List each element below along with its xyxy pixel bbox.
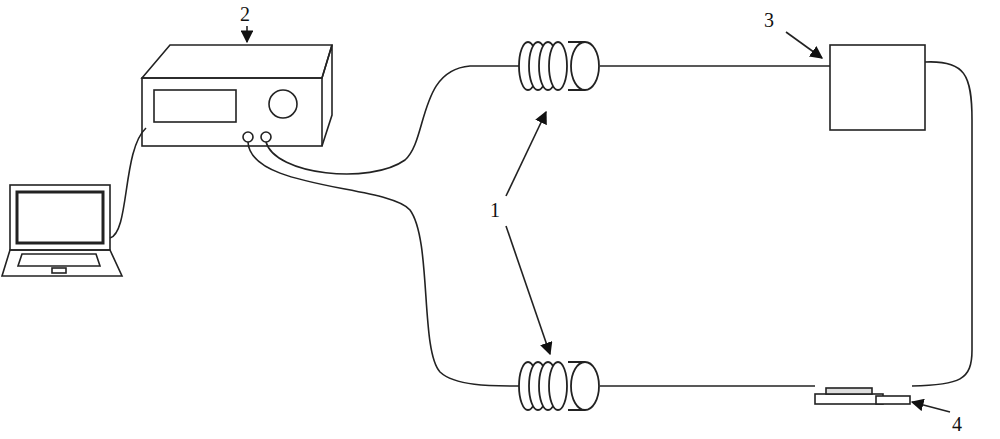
- leader-arrow: [506, 112, 546, 196]
- sensor-element: [815, 394, 883, 404]
- fiber-coil: [568, 362, 585, 410]
- optical-fiber: [266, 66, 520, 174]
- instrument-knob: [269, 90, 297, 118]
- instrument-display: [154, 90, 236, 122]
- port: [261, 132, 271, 142]
- leader-arrow: [786, 32, 822, 58]
- fiber-coil: [549, 42, 567, 90]
- instrument-top: [142, 45, 332, 78]
- optical-fiber: [600, 65, 830, 67]
- fiber-coil: [571, 362, 599, 410]
- optical-fiber: [600, 385, 815, 387]
- fiber-coil: [549, 362, 567, 410]
- callout-number: 2: [240, 4, 250, 24]
- device-box: [830, 45, 925, 130]
- instrument-front: [142, 78, 322, 146]
- leader-arrow: [506, 226, 550, 354]
- callout-number: 3: [764, 10, 774, 30]
- port: [243, 132, 253, 142]
- fiber-coil: [568, 42, 585, 90]
- data-cable: [110, 128, 146, 238]
- laptop-screen: [10, 185, 110, 250]
- callout-number: 1: [490, 200, 500, 220]
- leader-arrow: [912, 402, 950, 412]
- callout-number: 4: [952, 414, 962, 434]
- fiber-coil: [571, 42, 599, 90]
- laptop-base: [2, 250, 122, 276]
- leader-arrow: [246, 26, 248, 42]
- optical-fiber: [248, 142, 520, 386]
